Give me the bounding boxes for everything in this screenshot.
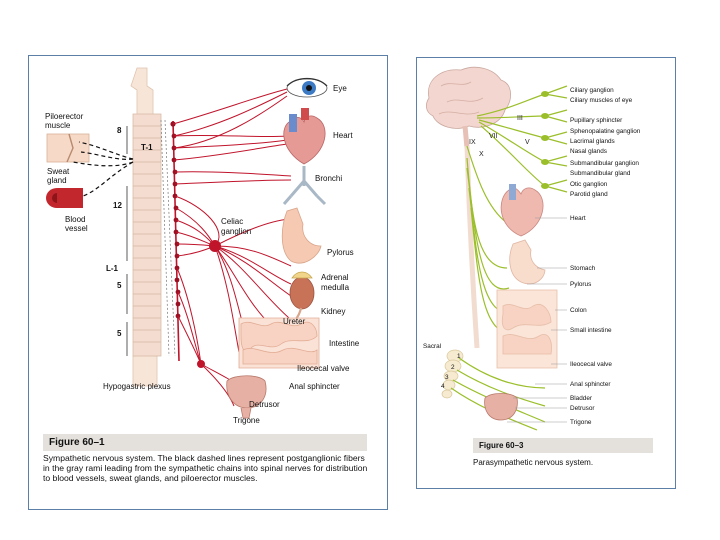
label-bladder: Bladder [570,395,593,402]
label-parotid-gland: Parotid gland [570,191,608,198]
level-8: 8 [117,126,122,135]
label-pylorus: Pylorus [327,248,354,257]
label-hypogastric-plexus: Hypogastric plexus [103,382,171,391]
figure-label-parasympathetic: Figure 60–3 [473,438,653,453]
label-detrusor: Detrusor [249,400,280,409]
stomach-illustration [509,239,546,285]
bronchi-illustration [282,166,327,206]
heart-illustration [500,184,544,237]
label-detrusor: Detrusor [570,405,595,412]
figure-label-sympathetic: Figure 60–1 [43,434,367,451]
parasympathetic-fibers [450,85,568,431]
label-intestine: Intestine [329,339,360,348]
eye-illustration [286,77,328,98]
caption-parasympathetic: Parasympathetic nervous system. [473,458,594,467]
intestine-illustration [496,289,558,369]
level-12: 12 [113,201,122,210]
brain-illustration [425,66,511,149]
label-s1: 1 [457,353,461,360]
label-l1: L-1 [106,264,119,273]
label-trigone: Trigone [233,416,260,425]
figure-label-text: Figure 60–3 [479,441,524,450]
label-lacrimal-glands: Lacrimal glands [570,138,615,145]
label-colon: Colon [570,307,587,314]
figure-label-text: Figure 60–1 [49,437,105,448]
spinal-column [126,67,176,387]
label-submandibular-ganglion: Submandibular ganglion [570,160,639,167]
hypogastric-plexus-node [197,360,205,368]
caption-sympathetic: Sympathetic nervous system. The black da… [43,453,368,484]
label-t1: T-1 [141,143,153,152]
sacral-vertebrae [441,349,464,399]
label-heart: Heart [333,131,353,140]
bladder-illustration [484,393,518,421]
label-stomach: Stomach [570,265,596,272]
label-small-intestine: Small intestine [570,327,612,334]
label-ureter: Ureter [283,317,306,326]
label-cn-x: X [479,151,484,158]
level-5-sacral: 5 [117,329,122,338]
bladder-illustration [226,375,267,419]
label-s3: 3 [445,374,449,381]
label-cn-ix: IX [469,139,476,146]
label-leader-lines [507,217,567,423]
blood-vessel-illustration [46,188,83,208]
parasympathetic-ganglia [541,91,549,189]
label-trigone: Trigone [570,419,592,426]
label-ileocecal-valve: Ileocecal valve [297,364,350,373]
parasympathetic-diagram: III VII IX X V Sacral 1 2 3 4 Ciliary ga… [423,66,641,431]
label-anal-sphincter: Anal sphincter [570,381,611,388]
label-cn-iii: III [517,115,523,122]
label-heart: Heart [570,215,586,222]
label-anal-sphincter: Anal sphincter [289,382,340,391]
label-pylorus: Pylorus [570,281,591,288]
label-bronchi: Bronchi [315,174,342,183]
celiac-ganglion-node [209,240,221,252]
label-kidney: Kidney [321,307,345,316]
stomach-illustration [281,207,322,264]
level-5-lumbar: 5 [117,281,122,290]
label-pupillary-sphincter: Pupillary sphincter [570,117,623,124]
intestine-illustration [238,317,320,369]
label-s2: 2 [451,364,455,371]
skin-illustration [46,133,90,163]
heart-illustration [283,108,326,165]
label-nasal-glands: Nasal glands [570,148,607,155]
label-sphenopalatine-ganglion: Sphenopalatine ganglion [570,128,641,135]
label-eye: Eye [333,84,347,93]
label-s4: 4 [441,383,445,390]
label-cn-vii: VII [489,133,498,140]
label-ileocecal-valve: Ileocecal valve [570,361,612,368]
label-submandibular-gland: Submandibular gland [570,170,631,177]
postganglionic-dashed-fibers [72,141,134,197]
sympathetic-chain [170,120,181,362]
label-otic-ganglion: Otic ganglion [570,181,608,188]
label-ciliary-ganglion: Ciliary ganglion [570,87,614,94]
parasympathetic-figure-panel: III VII IX X V Sacral 1 2 3 4 Ciliary ga… [416,57,676,489]
label-cn-v: V [525,139,530,146]
label-sacral: Sacral [423,343,441,350]
label-ciliary-muscles: Ciliary muscles of eye [570,97,633,104]
